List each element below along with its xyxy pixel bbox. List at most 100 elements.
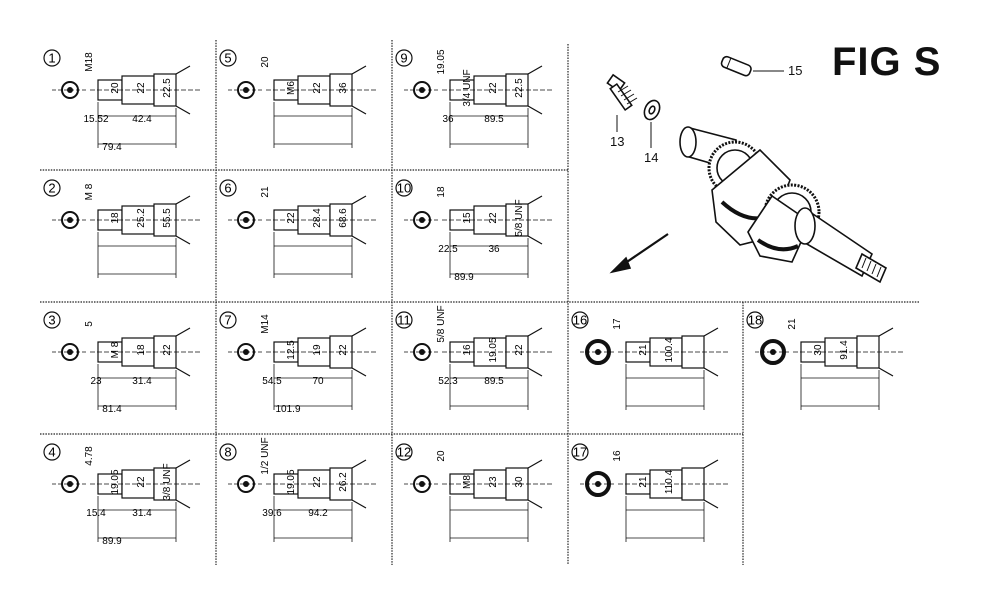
dimension-label: 22.5 bbox=[438, 244, 458, 255]
bolt-13 bbox=[606, 73, 638, 112]
dimension-label: 18 bbox=[136, 344, 147, 356]
crankshaft-illustration bbox=[606, 55, 888, 284]
crankshaft bbox=[679, 126, 888, 284]
dimension-lines bbox=[800, 364, 880, 410]
dimension-label: 17 bbox=[612, 318, 623, 330]
dimension-label: 22 bbox=[514, 344, 525, 356]
dimension-lines bbox=[273, 232, 353, 278]
dimension-lines bbox=[97, 102, 177, 148]
dimension-label: 22 bbox=[286, 212, 297, 224]
dimension-label: 42.4 bbox=[132, 114, 152, 125]
dimension-lines bbox=[625, 496, 705, 542]
dimension-label: 23 bbox=[488, 476, 499, 488]
dimension-label: 20 bbox=[436, 450, 447, 462]
index-circle bbox=[219, 49, 237, 67]
index-number: 4 bbox=[48, 445, 55, 460]
dimension-label: M6 bbox=[286, 81, 297, 95]
dimension-label: 23 bbox=[90, 376, 102, 387]
dimension-label: 4.78 bbox=[84, 446, 95, 466]
dimension-label: 52.3 bbox=[438, 376, 458, 387]
dimension-label: 5/8 UNF bbox=[436, 305, 447, 342]
dimension-label: 22 bbox=[312, 82, 323, 94]
dimension-label: 19.05 bbox=[286, 469, 297, 494]
dimension-label: 22 bbox=[136, 476, 147, 488]
washer-14 bbox=[643, 99, 661, 121]
dimension-lines bbox=[449, 364, 529, 410]
dimension-label: 91.4 bbox=[839, 340, 850, 360]
dimension-lines bbox=[273, 102, 353, 148]
dimension-label: 15.4 bbox=[86, 508, 106, 519]
dimension-label: 110.4 bbox=[664, 469, 675, 494]
dimension-label: 36 bbox=[338, 82, 349, 94]
arrow-head bbox=[609, 256, 632, 274]
dimension-label: 20 bbox=[110, 82, 121, 94]
index-circle bbox=[571, 443, 589, 461]
shaft-profile bbox=[625, 327, 719, 377]
dimension-label: 89.9 bbox=[454, 272, 474, 283]
dimension-label: 25.2 bbox=[136, 208, 147, 228]
index-circle bbox=[43, 49, 61, 67]
dimension-label: 12.5 bbox=[286, 340, 297, 360]
dimension-label: 31.4 bbox=[132, 508, 152, 519]
key-15 bbox=[720, 55, 752, 77]
index-circle bbox=[43, 311, 61, 329]
dimension-lines bbox=[449, 102, 529, 148]
dimension-label: 22 bbox=[488, 212, 499, 224]
dimension-label: 16 bbox=[612, 450, 623, 462]
dimension-label: 5/8 UNF bbox=[514, 199, 525, 236]
dimension-lines bbox=[273, 496, 353, 542]
index-number: 17 bbox=[573, 445, 587, 460]
dimension-label: 19.05 bbox=[436, 49, 447, 74]
dimension-label: 89.5 bbox=[484, 114, 504, 125]
index-circle bbox=[395, 49, 413, 67]
index-number: 2 bbox=[48, 181, 55, 196]
dimension-lines bbox=[449, 496, 529, 542]
dimension-label: 36 bbox=[488, 244, 500, 255]
index-circle bbox=[219, 443, 237, 461]
index-circle bbox=[395, 179, 413, 197]
dimension-label: 19 bbox=[312, 344, 323, 356]
dimension-label: 1/2 UNF bbox=[260, 437, 271, 474]
index-number: 7 bbox=[224, 313, 231, 328]
dimension-label: 22 bbox=[312, 476, 323, 488]
callout-14: 14 bbox=[644, 150, 659, 165]
dimension-label: 54.5 bbox=[262, 376, 282, 387]
dimension-lines bbox=[97, 232, 177, 278]
index-number: 16 bbox=[573, 313, 587, 328]
shaft-profile bbox=[449, 195, 543, 245]
dimension-label: 3/4 UNF bbox=[462, 69, 473, 106]
dimension-label: 22.5 bbox=[514, 78, 525, 98]
dimension-label: 5 bbox=[84, 321, 95, 327]
figure-title: FIG S bbox=[832, 40, 942, 84]
dimension-label: 79.4 bbox=[102, 142, 122, 153]
dimension-label: 16 bbox=[462, 344, 473, 356]
dimension-lines bbox=[449, 232, 529, 278]
dimension-lines bbox=[273, 364, 353, 410]
callout-15: 15 bbox=[788, 63, 803, 78]
dimension-label: 21 bbox=[787, 318, 798, 330]
dimension-label: M8 bbox=[462, 475, 473, 489]
dimension-label: M 8 bbox=[84, 183, 95, 200]
index-circle bbox=[219, 311, 237, 329]
grid-lines bbox=[40, 40, 920, 565]
index-circle bbox=[43, 443, 61, 461]
dimension-label: M18 bbox=[84, 52, 95, 72]
index-circle bbox=[219, 179, 237, 197]
dimension-label: 89.9 bbox=[102, 536, 122, 547]
dimension-label: 36 bbox=[442, 114, 454, 125]
dimension-label: 22 bbox=[162, 344, 173, 356]
index-circle bbox=[571, 311, 589, 329]
index-number: 1 bbox=[48, 51, 55, 66]
